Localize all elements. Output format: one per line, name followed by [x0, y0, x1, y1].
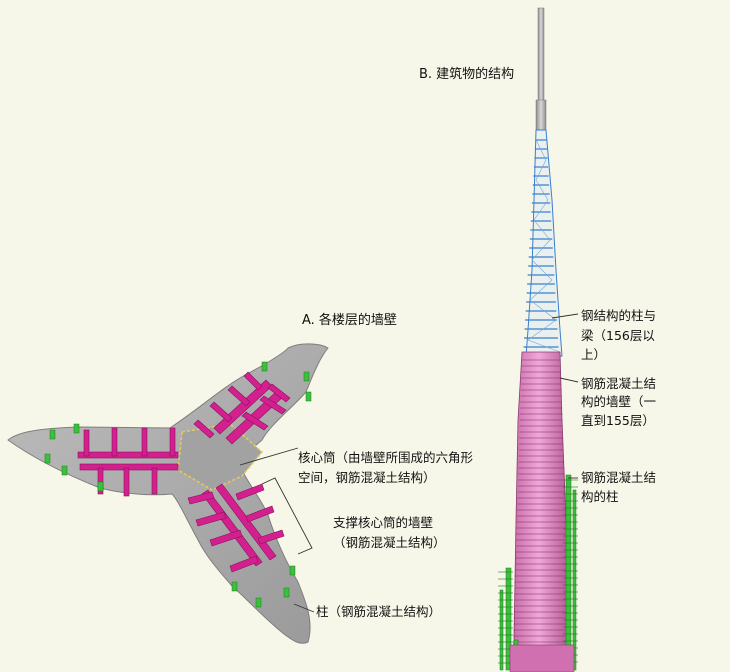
panel-a-title: A. 各楼层的墙壁 [302, 313, 397, 328]
upper-right-wing-walls [193, 371, 291, 445]
lower-right-wing-walls [187, 483, 285, 573]
callout-core-line2: 空间，钢筋混凝土结构） [298, 470, 436, 485]
tower-base [509, 644, 575, 672]
floor-slab [7, 343, 329, 644]
callout-steel-line1: 钢结构的柱与 [581, 308, 657, 323]
callout-steel-line2: 梁（156层以 [581, 328, 655, 343]
steel-rungs [523, 139, 559, 348]
callout-rc-column-line1: 钢筋混凝土结 [581, 470, 657, 485]
panel-a-leaders [239, 447, 315, 613]
steel-lattice [525, 129, 563, 357]
callout-rc-column-line2: 构的柱 [581, 489, 619, 504]
tower [498, 7, 578, 672]
callout-support-line2: （钢筋混凝土结构） [333, 535, 446, 550]
callout-rc-wall-line3: 直到155层） [581, 413, 655, 428]
callout-steel-line3: 上） [581, 347, 607, 362]
panel-b-leaders [551, 313, 579, 479]
hexagonal-core [177, 423, 264, 491]
callout-rc-wall-line1: 钢筋混凝土结 [581, 376, 657, 391]
left-wing-walls [77, 427, 179, 497]
floor-plan [7, 343, 329, 644]
callout-column-line1: 柱（钢筋混凝土结构） [316, 604, 442, 619]
steel-diagonals [527, 139, 561, 353]
spire [537, 7, 545, 104]
callout-core-line1: 核心筒（由墙壁所围成的六角形 [298, 450, 474, 465]
callout-support-line1: 支撑核心筒的墙壁 [333, 515, 434, 530]
panel-b-title: B. 建筑物的结构 [419, 67, 515, 82]
callout-rc-wall-line2: 构的墙壁（一 [581, 394, 657, 409]
floor-columns [44, 361, 312, 608]
